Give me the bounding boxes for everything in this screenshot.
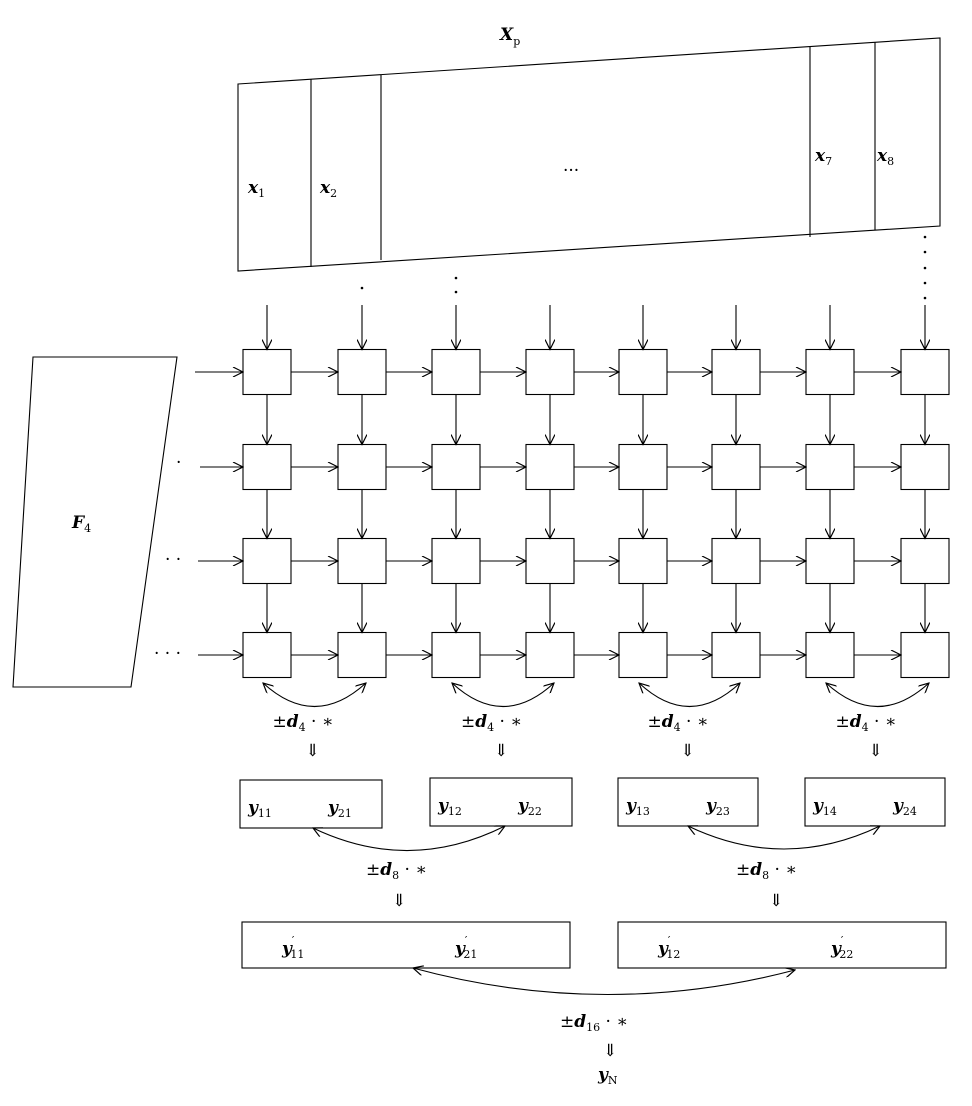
stage2-op: ±d8 · ∗	[366, 860, 427, 882]
filter-label: F4	[71, 513, 91, 535]
column-label-x1: x1	[247, 178, 265, 200]
processing-element	[711, 443, 761, 491]
exchange-arrow	[313, 826, 505, 852]
merged-result-label: y′11	[281, 934, 304, 961]
processing-element	[805, 537, 855, 585]
processing-element	[805, 348, 855, 396]
processing-element	[525, 443, 575, 491]
processing-element	[805, 631, 855, 679]
processing-element	[618, 537, 668, 585]
result-label: y11	[247, 798, 272, 820]
exchange-arrow	[639, 683, 740, 708]
stage3-down-arrow: ⇓	[603, 1041, 617, 1061]
processing-element	[242, 443, 292, 491]
filter-matrix: F4	[12, 356, 178, 688]
result-box	[429, 777, 573, 827]
processing-element	[337, 537, 387, 585]
result-label: y12	[437, 796, 462, 818]
processing-element	[337, 443, 387, 491]
result-label: y23	[705, 796, 730, 818]
processing-element	[242, 348, 292, 396]
processing-element	[525, 631, 575, 679]
processing-element-grid	[195, 305, 950, 679]
merged-result-label: y′22	[830, 934, 853, 961]
processing-element	[711, 348, 761, 396]
processing-element	[618, 348, 668, 396]
merged-result-label: y′12	[657, 934, 680, 961]
stage-1: ±d4 · ∗ ⇓ y11 y21 ±d4 · ∗ ⇓ y12 y22 ±d4 · ∗ ⇓ y13 y…	[239, 683, 946, 829]
down-arrow: ⇓	[869, 741, 883, 761]
exchange-arrow	[452, 683, 554, 708]
stage1-op: ±d4 · ∗	[648, 712, 709, 734]
row-dots-2: ·	[176, 453, 181, 473]
skew-dots	[360, 235, 927, 300]
down-arrow: ⇓	[494, 741, 508, 761]
processing-element	[900, 537, 950, 585]
processing-element	[525, 537, 575, 585]
stage1-op: ±d4 · ∗	[461, 712, 522, 734]
processing-element	[431, 631, 481, 679]
merged-result-box	[241, 921, 571, 969]
merged-result-label: y′21	[454, 934, 477, 961]
result-box	[804, 777, 946, 827]
result-box	[617, 777, 759, 827]
stage2-op: ±d8 · ∗	[736, 860, 797, 882]
processing-element	[431, 443, 481, 491]
processing-element	[337, 348, 387, 396]
result-label: y22	[517, 796, 542, 818]
column-label-x8: x8	[876, 146, 894, 168]
processing-element	[618, 631, 668, 679]
processing-element	[242, 631, 292, 679]
combine-arrow	[413, 968, 795, 996]
stage3-op: ±d16 · ∗	[560, 1012, 628, 1034]
processing-element	[337, 631, 387, 679]
processing-element	[431, 348, 481, 396]
processing-element	[900, 443, 950, 491]
result-label: y24	[892, 796, 917, 818]
down-arrow: ⇓	[769, 891, 783, 911]
stage1-op: ±d4 · ∗	[273, 712, 334, 734]
row-dots-4: · · ·	[154, 644, 181, 664]
down-arrow: ⇓	[392, 891, 406, 911]
ellipsis: ···	[563, 161, 579, 181]
processing-element	[900, 631, 950, 679]
processing-element	[525, 348, 575, 396]
processing-element	[618, 443, 668, 491]
processing-element	[431, 537, 481, 585]
exchange-arrow	[826, 683, 929, 708]
result-label: y21	[327, 798, 352, 820]
stage-2: ±d8 · ∗ ⇓ y′11 y′21 ±d8 · ∗ ⇓ y′12 y′22	[241, 826, 947, 969]
result-label: y14	[812, 796, 837, 818]
column-label-x7: x7	[814, 146, 832, 168]
input-matrix-title: Xp	[499, 25, 520, 48]
result-box	[239, 779, 383, 829]
processing-element	[900, 348, 950, 396]
result-label: y13	[625, 796, 650, 818]
processing-element	[242, 537, 292, 585]
exchange-arrow	[688, 826, 880, 850]
down-arrow: ⇓	[681, 741, 695, 761]
column-label-x2: x2	[319, 178, 337, 200]
stage1-op: ±d4 · ∗	[836, 712, 897, 734]
stage-3: ±d16 · ∗ ⇓ yN	[413, 968, 795, 1087]
row-dots-3: · ·	[165, 550, 181, 570]
input-matrix: x1 x2 ··· x7 x8	[237, 37, 941, 272]
output-label: yN	[597, 1065, 618, 1087]
processing-element	[805, 443, 855, 491]
processing-element	[711, 537, 761, 585]
exchange-arrow	[263, 683, 366, 708]
down-arrow: ⇓	[306, 741, 320, 761]
processing-element	[711, 631, 761, 679]
